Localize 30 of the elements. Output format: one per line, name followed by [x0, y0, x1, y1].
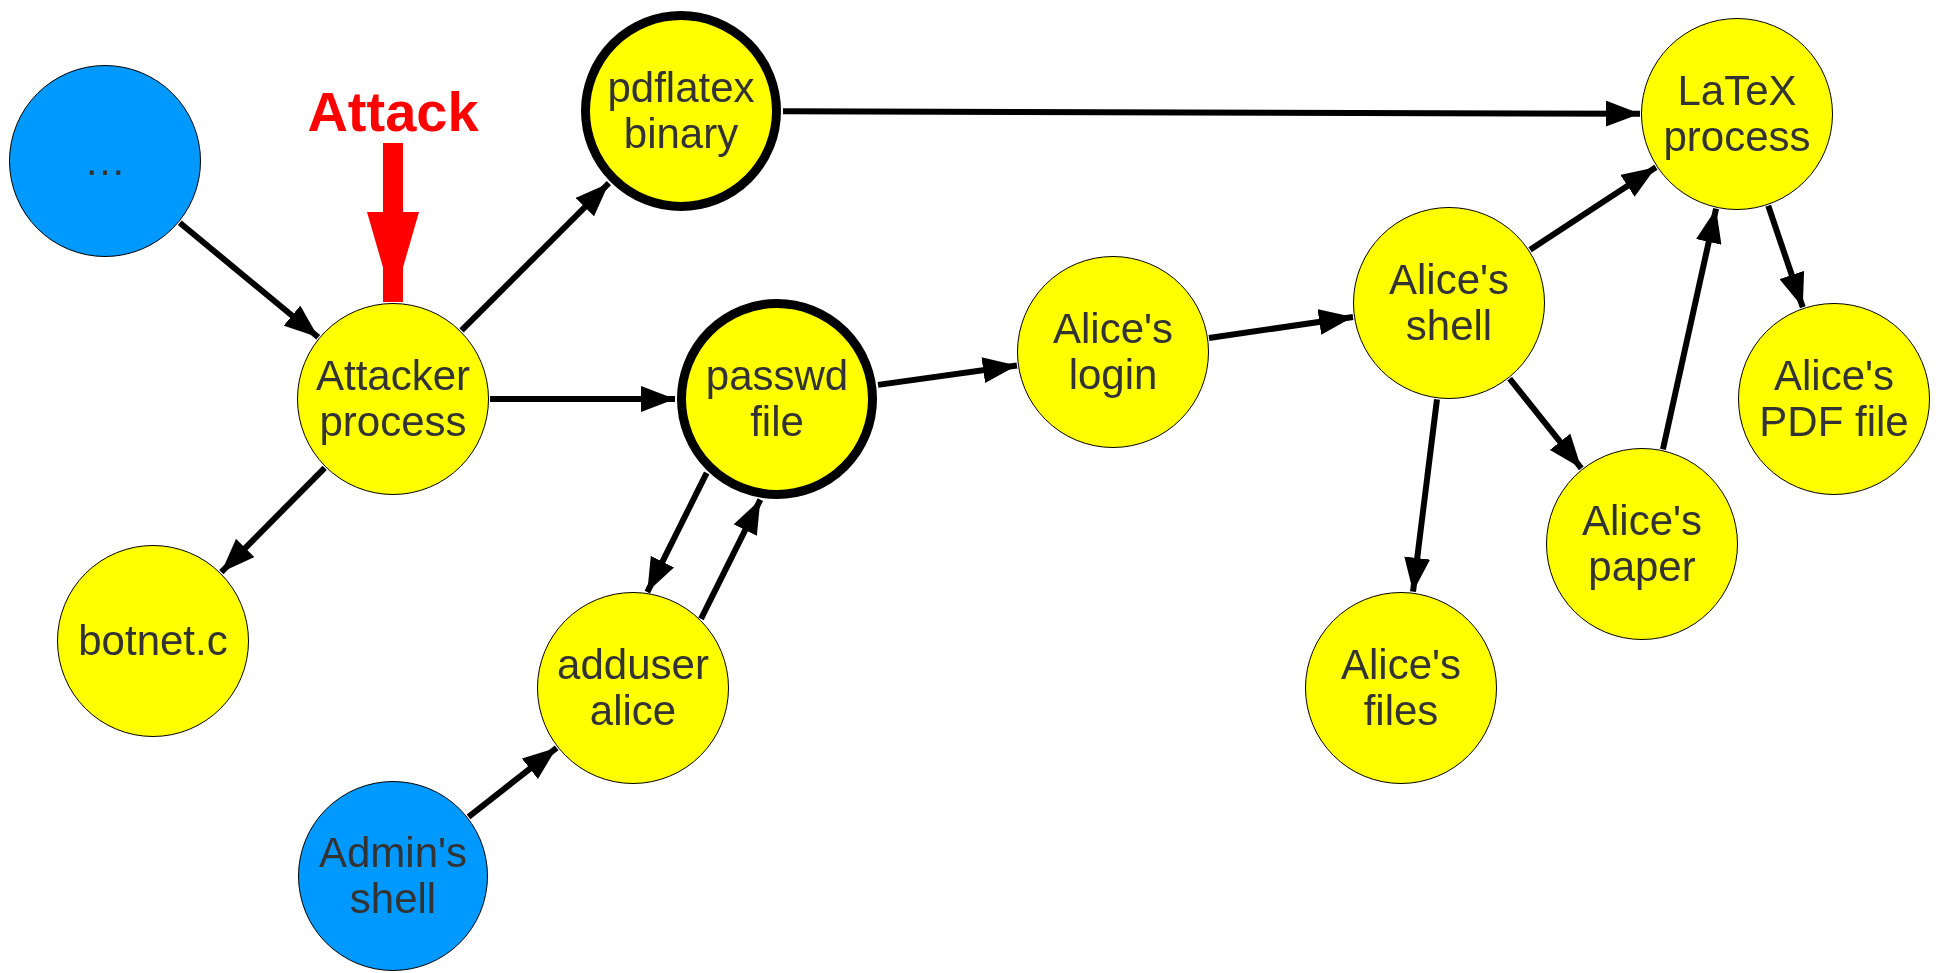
- arrow: [877, 356, 1018, 388]
- node-label: passwd file: [704, 352, 850, 446]
- node-label: LaTeX process: [1662, 67, 1812, 161]
- node-label: botnet.c: [78, 617, 228, 665]
- arrow: [466, 745, 559, 820]
- node-label: Alice's files: [1339, 641, 1463, 735]
- arrow: [698, 498, 764, 621]
- arrow: [1660, 208, 1724, 450]
- node-label: Alice's login: [1051, 305, 1175, 399]
- node-label: pdflatex binary: [606, 64, 756, 158]
- arrow: [783, 100, 1640, 127]
- arrow: [490, 386, 675, 412]
- arrow: [1765, 204, 1807, 309]
- arrow: [1528, 164, 1658, 253]
- arrow: [644, 471, 710, 594]
- arrow: [219, 465, 327, 575]
- node-label: …: [84, 137, 126, 185]
- arrow: [1403, 398, 1440, 593]
- attack-label: Attack: [307, 81, 479, 143]
- arrow: [177, 220, 321, 340]
- node-label: Alice's PDF file: [1758, 352, 1910, 446]
- node-label: adduser alice: [556, 641, 710, 735]
- node-label: Alice's paper: [1580, 497, 1704, 591]
- node-label: Attacker process: [314, 352, 472, 446]
- arrow: [1208, 307, 1354, 341]
- node-label: Alice's shell: [1387, 256, 1511, 350]
- arrow: [1507, 376, 1584, 471]
- node-label: Admin's shell: [317, 829, 469, 923]
- attack-arrow: [367, 143, 419, 302]
- arrow: [459, 181, 611, 333]
